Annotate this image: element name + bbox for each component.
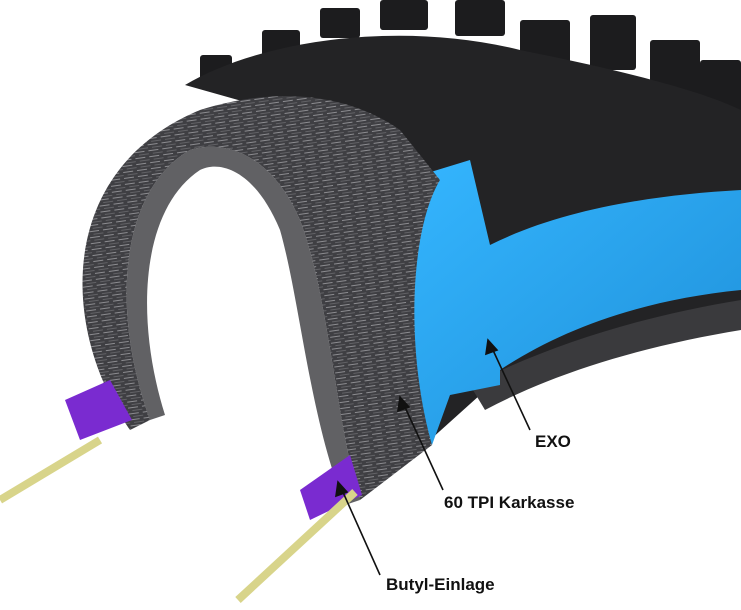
exo-layer xyxy=(398,160,741,445)
callout-arrows xyxy=(335,338,531,576)
sidewall-rubber xyxy=(470,300,741,410)
label-butyl: Butyl-Einlage xyxy=(386,575,495,594)
butyl-insert-right xyxy=(300,455,362,520)
label-carcass: 60 TPI Karkasse xyxy=(444,493,575,512)
butyl-insert-left xyxy=(65,380,132,440)
label-exo: EXO xyxy=(535,432,571,451)
carcass-layer xyxy=(82,96,440,500)
carcass-inner-shadow xyxy=(126,146,360,505)
bead-left xyxy=(0,436,103,504)
bead-right xyxy=(235,489,358,603)
